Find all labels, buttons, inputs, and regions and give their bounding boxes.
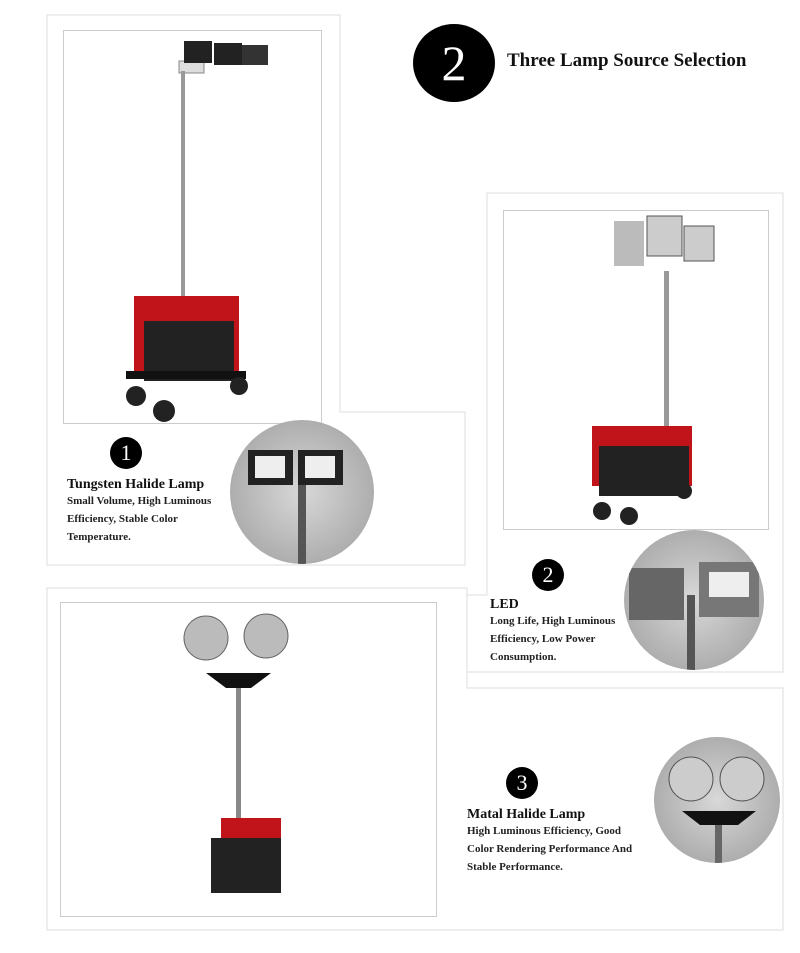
metal-halide-lamp-closeup xyxy=(654,737,780,863)
header-number-badge: 2 xyxy=(413,24,495,102)
section-3-badge: 3 xyxy=(506,767,538,799)
metal-halide-tower-photo xyxy=(60,602,437,917)
section-2-title: LED xyxy=(490,597,519,612)
section-2-badge: 2 xyxy=(532,559,564,591)
section-3-description: High Luminous Efficiency, Good Color Ren… xyxy=(467,825,633,873)
page-title: Three Lamp Source Selection xyxy=(507,50,747,71)
section-1-badge: 1 xyxy=(110,437,142,469)
led-lamp-closeup xyxy=(624,530,764,670)
light-tower-image xyxy=(126,41,268,422)
led-tower-photo xyxy=(503,210,769,530)
tungsten-tower-photo xyxy=(63,30,322,424)
section-1-description: Small Volume, High Luminous Efficiency, … xyxy=(67,495,212,543)
section-2-description: Long Life, High Luminous Efficiency, Low… xyxy=(490,615,616,663)
section-1-title: Tungsten Halide Lamp xyxy=(67,477,205,492)
section-3-title: Matal Halide Lamp xyxy=(467,807,586,822)
tungsten-lamp-closeup xyxy=(230,420,374,564)
